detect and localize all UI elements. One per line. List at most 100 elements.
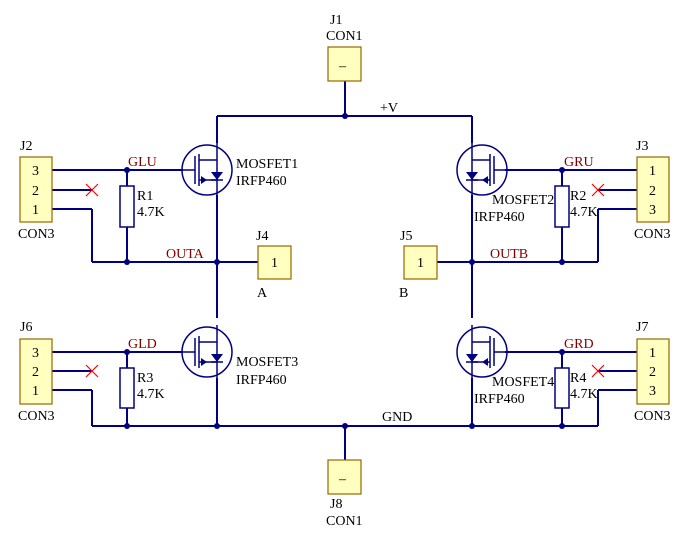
r3-value: 4.7K <box>137 387 165 402</box>
j8-connector-body <box>327 459 362 495</box>
j3-pin: 3 <box>649 203 656 218</box>
j3-ref: J3 <box>636 139 648 154</box>
j4-ref: J4 <box>256 229 268 244</box>
left-gate-wiring <box>52 167 183 429</box>
junction-dot <box>214 423 220 429</box>
j8-pin: – <box>338 472 347 487</box>
net-grd: GRD <box>564 337 594 352</box>
resistor-r1-body <box>119 185 135 228</box>
net-gnd: GND <box>382 410 412 425</box>
mosfet4-symbol <box>456 325 508 379</box>
mosfet1-symbol <box>181 143 233 197</box>
resistor-r4-body <box>554 367 570 409</box>
j6-value: CON3 <box>18 409 55 424</box>
right-gate-wiring <box>505 167 637 429</box>
j4-pin: 1 <box>271 256 278 271</box>
j3-pin: 1 <box>649 164 656 179</box>
junction-dot <box>469 423 475 429</box>
j6-pin: 2 <box>32 365 39 380</box>
mosfet4-value: IRFP460 <box>474 392 525 407</box>
junction-dot <box>559 259 565 265</box>
net-gru: GRU <box>564 155 594 170</box>
j3-pin: 2 <box>649 184 656 199</box>
j8-ref: J8 <box>330 497 342 512</box>
j5-pin: 1 <box>417 256 424 271</box>
j7-connector-body <box>636 338 670 405</box>
resistor-labels: R1 4.7K R2 4.7K R3 4.7K R4 4.7K <box>137 189 598 402</box>
r1-ref: R1 <box>137 189 153 204</box>
left-leg <box>92 116 258 429</box>
mosfet2-symbol <box>456 143 508 197</box>
net-glu: GLU <box>128 155 157 170</box>
j1-connector-body <box>327 46 362 82</box>
power-rails <box>92 81 598 460</box>
junction-dot <box>124 259 130 265</box>
j7-ref: J7 <box>636 320 648 335</box>
j6-ref: J6 <box>20 320 32 335</box>
j2-connector-body <box>19 156 53 223</box>
j4-label: A <box>257 286 268 301</box>
mosfet3-value: IRFP460 <box>236 373 287 388</box>
net-vplus: +V <box>380 101 398 116</box>
mosfet2-value: IRFP460 <box>474 210 525 225</box>
junction-dot <box>559 423 565 429</box>
resistor-r2-body <box>554 185 570 228</box>
mosfet1-value: IRFP460 <box>236 174 287 189</box>
j1-pin: – <box>338 59 347 74</box>
j4-connector-body <box>257 245 292 280</box>
j5-ref: J5 <box>400 229 412 244</box>
j2-ref: J2 <box>20 139 32 154</box>
junction-dot <box>342 423 348 429</box>
net-outa: OUTA <box>166 247 205 262</box>
connector-labels: J1 CON1 – J8 CON1 – J2 CON3 3 2 1 J6 CON… <box>18 13 671 529</box>
mosfet1-ref: MOSFET1 <box>236 157 298 172</box>
j2-pin: 3 <box>32 164 39 179</box>
junction-dot <box>214 259 220 265</box>
j7-pin: 3 <box>649 384 656 399</box>
mosfet4-ref: MOSFET4 <box>492 375 554 390</box>
net-labels: +V GND GLU GRU GLD GRD OUTA OUTB <box>128 101 594 425</box>
j5-connector-body <box>403 245 438 280</box>
net-outb: OUTB <box>490 247 528 262</box>
r2-value: 4.7K <box>570 205 598 220</box>
junction-dot <box>124 167 130 173</box>
junction-dot <box>124 349 130 355</box>
right-leg <box>437 116 598 429</box>
j1-ref: J1 <box>330 13 342 28</box>
no-connect-markers <box>85 183 605 378</box>
junction-dot <box>342 113 348 119</box>
j3-connector-body <box>636 156 670 223</box>
no-connect-icon <box>591 364 605 378</box>
j3-value: CON3 <box>634 227 671 242</box>
no-connect-icon <box>85 183 99 197</box>
j7-pin: 2 <box>649 365 656 380</box>
junction-dot <box>469 259 475 265</box>
j2-pin: 1 <box>32 203 39 218</box>
mosfet3-ref: MOSFET3 <box>236 355 298 370</box>
j2-value: CON3 <box>18 227 55 242</box>
mosfet3-symbol <box>181 325 233 379</box>
j5-label: B <box>399 286 408 301</box>
junction-dot <box>559 167 565 173</box>
junction-dot <box>559 349 565 355</box>
r4-ref: R4 <box>570 371 586 386</box>
j7-value: CON3 <box>634 409 671 424</box>
r4-value: 4.7K <box>570 387 598 402</box>
no-connect-icon <box>591 183 605 197</box>
r3-ref: R3 <box>137 371 153 386</box>
mosfet-labels: MOSFET1 IRFP460 MOSFET2 IRFP460 MOSFET3 … <box>236 157 554 407</box>
j6-connector-body <box>19 338 53 405</box>
no-connect-icon <box>85 364 99 378</box>
resistor-r3-body <box>119 367 135 409</box>
j6-pin: 3 <box>32 346 39 361</box>
r1-value: 4.7K <box>137 205 165 220</box>
mosfet2-ref: MOSFET2 <box>492 193 554 208</box>
net-gld: GLD <box>128 337 157 352</box>
j8-value: CON1 <box>326 514 363 529</box>
r2-ref: R2 <box>570 189 586 204</box>
junction-dot <box>124 423 130 429</box>
j6-pin: 1 <box>32 384 39 399</box>
j2-pin: 2 <box>32 184 39 199</box>
j7-pin: 1 <box>649 346 656 361</box>
